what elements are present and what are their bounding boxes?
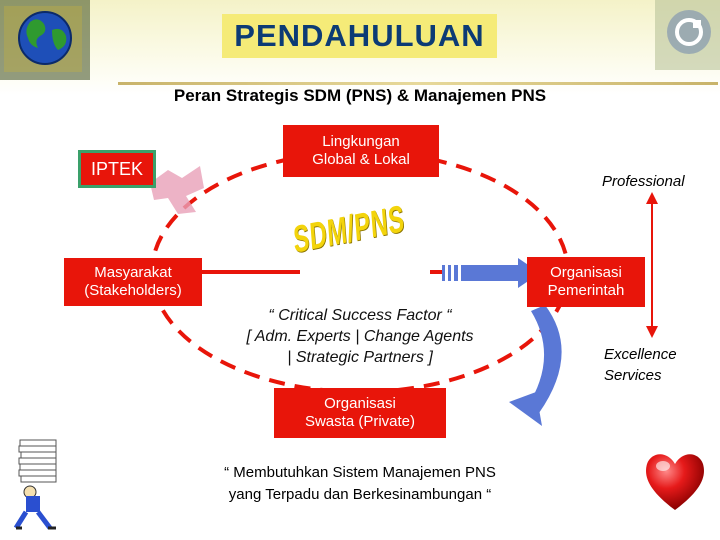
csf-line-3: | Strategic Partners ]: [190, 347, 530, 368]
heart-icon: [641, 446, 709, 516]
quote-line-1: “ Membutuhkan Sistem Manajemen PNS: [150, 462, 570, 484]
private-organization-box: Organisasi Swasta (Private): [274, 388, 446, 438]
global-local-environment-box: Lingkungan Global & Lokal: [283, 125, 439, 177]
critical-success-factor-text: “ Critical Success Factor “ [ Adm. Exper…: [190, 305, 530, 368]
conclusion-quote: “ Membutuhkan Sistem Manajemen PNS yang …: [150, 462, 570, 506]
quote-line-2: yang Terpadu dan Berkesinambungan “: [150, 484, 570, 506]
csf-line-2: [ Adm. Experts | Change Agents: [190, 326, 530, 347]
professional-label: Professional: [602, 171, 685, 192]
government-box-line-2: Pemerintah: [548, 282, 625, 300]
society-box-line-1: Masyarakat: [94, 264, 172, 282]
private-box-line-2: Swasta (Private): [305, 413, 415, 431]
excellence-line-1: Excellence: [604, 344, 677, 365]
excellence-services-label: Excellence Services: [604, 344, 677, 386]
society-box-line-2: (Stakeholders): [84, 282, 182, 300]
csf-line-1: “ Critical Success Factor “: [190, 305, 530, 326]
blue-arrow-right: [442, 258, 540, 288]
iptek-box: IPTEK: [78, 150, 156, 188]
vertical-double-arrow: [646, 192, 658, 338]
society-stakeholders-box: Masyarakat (Stakeholders): [64, 258, 202, 306]
private-box-line-1: Organisasi: [324, 395, 396, 413]
government-box-line-1: Organisasi: [550, 264, 622, 282]
global-box-line-1: Lingkungan: [322, 133, 400, 151]
iptek-arrow: [150, 166, 204, 214]
paper-carrier-clipart-icon: [8, 436, 66, 532]
excellence-line-2: Services: [604, 365, 677, 386]
government-organization-box: Organisasi Pemerintah: [527, 257, 645, 307]
global-box-line-2: Global & Lokal: [312, 151, 410, 169]
